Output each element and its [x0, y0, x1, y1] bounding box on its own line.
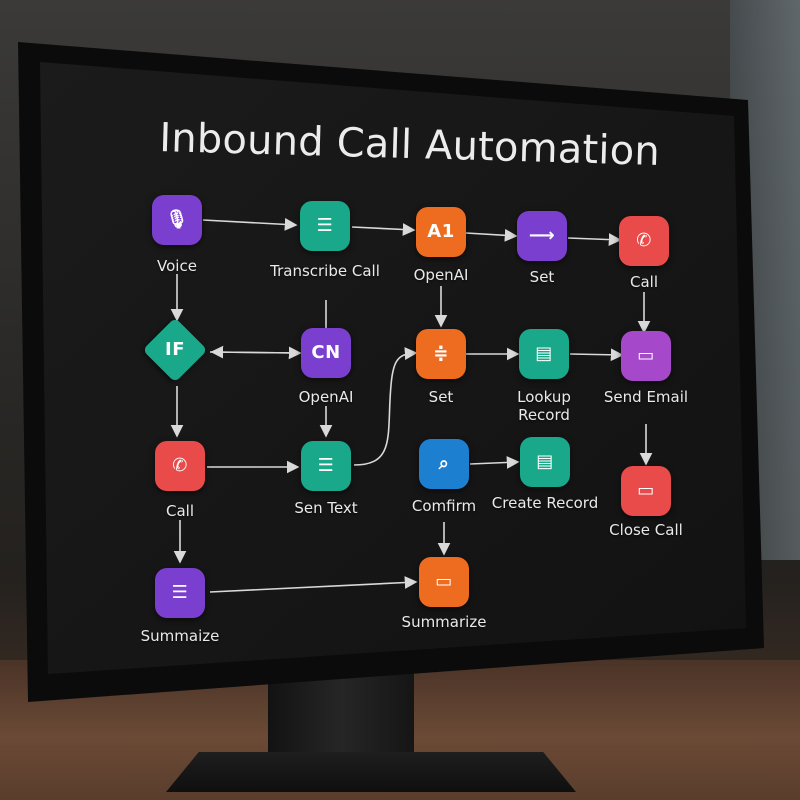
- node-lookup[interactable]: ▤: [519, 329, 569, 379]
- connector-set-to-call: [567, 233, 622, 246]
- connector-confirm-to-create: [469, 456, 520, 469]
- node-label-lookup: Lookup Record: [517, 388, 571, 424]
- node-call-1[interactable]: ✆: [619, 216, 669, 266]
- node-label-voice: Voice: [157, 257, 197, 275]
- ai-icon: A1: [427, 221, 455, 242]
- message-icon: ▭: [637, 345, 655, 366]
- connector-summaize-to-summarize: [209, 576, 418, 593]
- node-openai-2[interactable]: CN: [301, 328, 351, 378]
- search-icon: ⌕: [438, 453, 450, 474]
- node-summaize[interactable]: ☰: [155, 568, 205, 618]
- connector-openai-to-set: [465, 228, 518, 242]
- node-label-transcribe: Transcribe Call: [270, 262, 380, 280]
- chat-bubble-icon: ▭: [637, 480, 655, 501]
- node-label-create-record: Create Record: [491, 494, 599, 512]
- node-label-set-2: Set: [428, 388, 454, 406]
- connector-arrows: [170, 218, 653, 593]
- node-set-2[interactable]: ≑: [416, 329, 466, 379]
- text-lines-icon: ☰: [171, 582, 189, 603]
- node-create-record[interactable]: ▤: [520, 437, 570, 487]
- node-label-sen-text: Sen Text: [294, 499, 358, 517]
- connector-lookup-to-email: [569, 348, 624, 362]
- node-label-call-2: Call: [165, 502, 194, 520]
- node-sen-text[interactable]: ☰: [301, 441, 351, 491]
- set-icon: ⟶: [528, 225, 556, 246]
- table-icon: ▤: [536, 451, 554, 472]
- node-label-send-email: Send Email: [603, 388, 689, 406]
- node-label-confirm: Comfirm: [411, 497, 477, 515]
- equals-icon: ≑: [433, 343, 449, 364]
- node-label-call-1: Call: [629, 273, 658, 291]
- phone-icon: ✆: [172, 455, 188, 476]
- node-openai-1[interactable]: A1: [416, 207, 466, 257]
- node-set-1[interactable]: ⟶: [517, 211, 567, 261]
- node-label-openai-1: OpenAI: [413, 266, 469, 284]
- text-lines-icon: ☰: [317, 455, 335, 476]
- phone-icon: ✆: [636, 230, 652, 251]
- connector-transcribe-to-openai: [351, 223, 416, 236]
- node-voice[interactable]: 🎙: [152, 195, 202, 245]
- text-lines-icon: ☰: [316, 215, 334, 236]
- node-transcribe[interactable]: ☰: [300, 201, 350, 251]
- node-call-2[interactable]: ✆: [155, 441, 205, 491]
- microphone-icon: 🎙: [165, 209, 189, 230]
- ai-icon: CN: [311, 342, 341, 363]
- connector-voice-to-transcribe: [202, 218, 298, 231]
- connector-if-openai2-back: [210, 345, 299, 359]
- node-confirm[interactable]: ⌕: [419, 439, 469, 489]
- monitor-screen: [40, 62, 746, 674]
- node-label-summaize: Summaize: [140, 627, 220, 645]
- monitor-stand-base: [166, 752, 576, 792]
- table-icon: ▤: [535, 343, 553, 364]
- if-condition-icon: IF: [165, 339, 185, 360]
- node-send-email[interactable]: ▭: [621, 331, 671, 381]
- message-icon: ▭: [435, 571, 453, 592]
- node-label-summarize: Summarize: [401, 613, 487, 631]
- node-label-openai-2: OpenAI: [298, 388, 354, 406]
- node-label-set-1: Set: [529, 268, 555, 286]
- node-close-call[interactable]: ▭: [621, 466, 671, 516]
- node-label-close-call: Close Call: [609, 521, 683, 539]
- node-summarize[interactable]: ▭: [419, 557, 469, 607]
- connector-sentext-to-set2: [353, 347, 418, 466]
